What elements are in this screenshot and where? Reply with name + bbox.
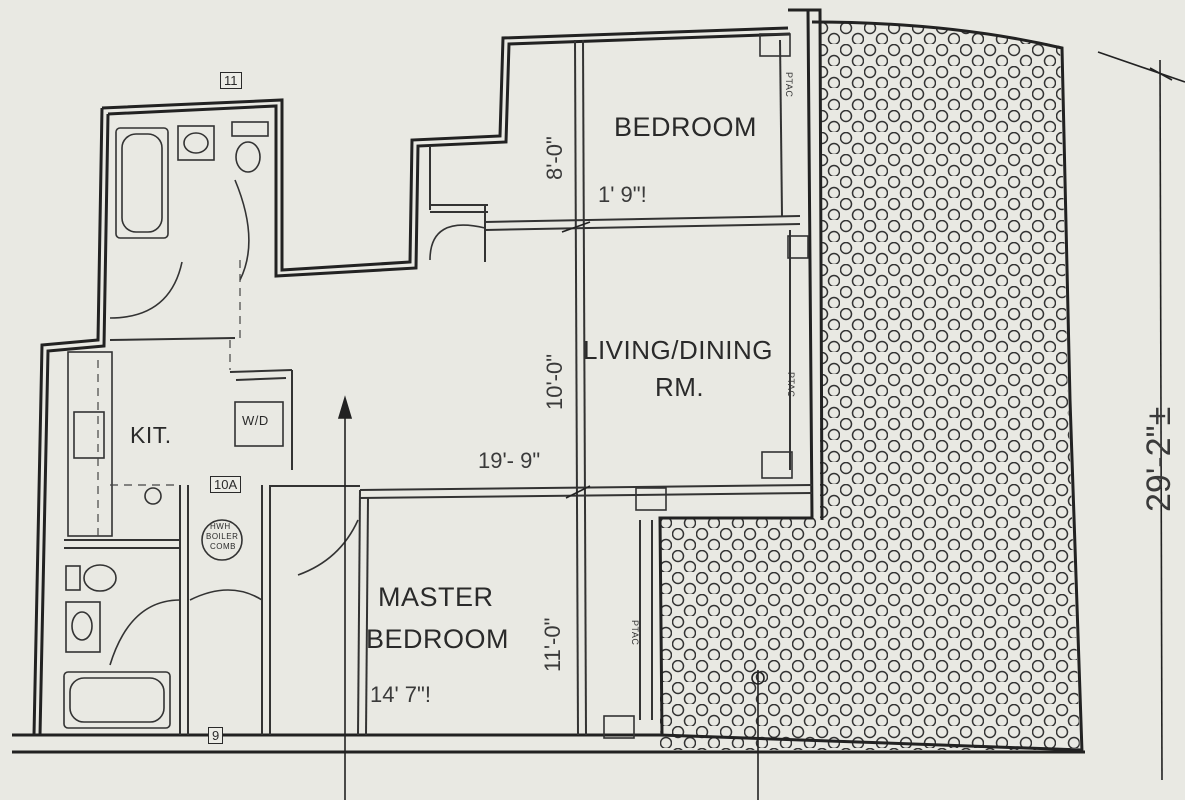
terrace-upper xyxy=(660,22,1080,750)
window-tag-9: 9 xyxy=(208,727,224,744)
ptac-label-living: PTAC xyxy=(786,372,796,398)
bedroom-depth-dim: 8'-0" xyxy=(542,136,567,180)
master-depth-dim: 11'-0" xyxy=(540,617,565,672)
kitchen-label: KIT. xyxy=(130,422,172,448)
ptac-label-bedroom: PTAC xyxy=(784,72,794,98)
living-depth-dim: 10'-0" xyxy=(542,353,567,410)
bedroom-width-dim: 1' 9"! xyxy=(598,182,647,207)
living-dining-label-line2: RM. xyxy=(655,372,705,402)
boiler-label-line3: COMB xyxy=(210,542,236,551)
dashed-lines xyxy=(97,260,241,540)
boiler-label-line1: HWH xyxy=(210,522,231,531)
overall-height-dim: 29'-2"± xyxy=(1140,406,1178,512)
window-tag-11: 11 xyxy=(220,72,242,89)
master-width-dim: 14' 7"! xyxy=(370,682,431,707)
exterior-walls xyxy=(12,8,1085,754)
living-dining-label-line1: LIVING/DINING xyxy=(583,335,773,365)
bedroom-label: BEDROOM xyxy=(614,112,758,142)
washer-dryer-label: W/D xyxy=(242,413,269,428)
dimension-lines xyxy=(337,51,1185,800)
living-width-dim: 19'- 9" xyxy=(478,448,541,473)
interior-walls xyxy=(64,39,813,736)
master-bedroom-label-line2: BEDROOM xyxy=(366,624,510,654)
ptac-label-master: PTAC xyxy=(630,620,640,646)
boiler-label-line2: BOILER xyxy=(206,532,239,541)
terrace-outline xyxy=(811,20,1084,753)
fixtures xyxy=(63,33,809,739)
window-tag-10a: 10A xyxy=(210,476,242,493)
master-bedroom-label-line1: MASTER xyxy=(378,582,494,612)
